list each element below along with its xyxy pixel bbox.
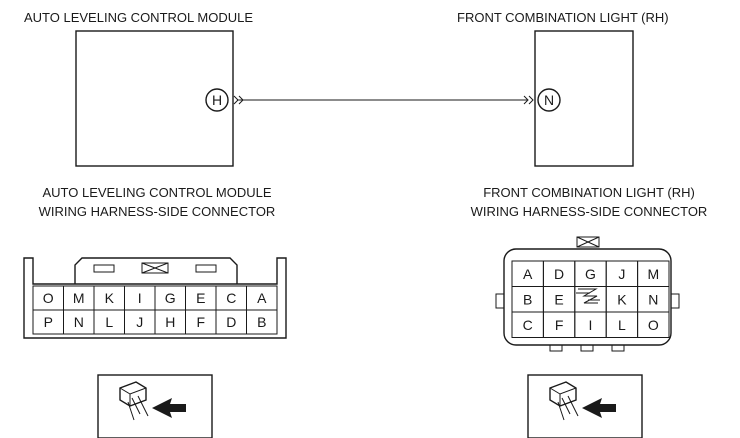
module-pin-label: G [165,290,176,306]
light-pin-label: A [523,266,533,282]
module-pin-label: K [105,290,115,306]
module-terminal-circle [205,88,229,112]
module-pin-label: E [196,290,205,306]
light-probe-icon [527,374,643,438]
module-connector: O M K I G E C A P N L J H F D B [23,257,287,339]
light-connector-title-2: WIRING HARNESS-SIDE CONNECTOR [471,204,708,219]
module-pin-label: L [105,314,113,330]
light-pin-label: F [555,317,564,333]
module-pin-label: P [44,314,53,330]
module-pin-label: M [73,290,85,306]
module-connector-title-2: WIRING HARNESS-SIDE CONNECTOR [39,204,276,219]
light-wire-chevron-icon [523,95,534,105]
light-pin-label: B [523,291,532,307]
light-pin-label: N [648,291,658,307]
module-connector-title-1: AUTO LEVELING CONTROL MODULE [43,185,272,200]
light-pin-label: M [647,266,659,282]
light-pin-label: C [523,317,533,333]
light-connector: A D G J M B E K N C F I L O [495,236,680,352]
light-pin-label: E [554,291,563,307]
module-title: AUTO LEVELING CONTROL MODULE [24,10,253,25]
light-pin-label: I [589,317,593,333]
module-pin-label: N [74,314,84,330]
module-pin-grid: O M K I G E C A P N L J H F D B [32,285,278,335]
module-box [75,30,234,167]
light-pin-grid: A D G J M B E K N C F I L O [511,260,670,338]
light-terminal-circle [537,88,561,112]
light-pin-label: O [648,317,659,333]
module-terminal-label: H [212,92,222,108]
module-wire-chevron-icon [233,95,244,105]
light-pin-label: K [617,291,627,307]
module-pin-label: O [43,290,54,306]
module-pin-label: C [226,290,236,306]
module-pin-label: D [226,314,236,330]
light-terminal-label: N [544,92,554,108]
module-key-icon [141,262,169,274]
module-pin-label: I [138,290,142,306]
light-pin-label: G [585,266,596,282]
module-pin-label: H [165,314,175,330]
module-pin-cell [246,309,278,335]
light-box [534,30,634,167]
module-pin-label: F [196,314,205,330]
light-pin-label: L [618,317,626,333]
light-pin-label: D [554,266,564,282]
module-pin-label: A [257,290,267,306]
module-pin-label: B [257,314,266,330]
light-pin-label: J [618,266,625,282]
light-blank-cavity-icon [576,288,600,304]
light-pin-cell [637,311,670,338]
module-pin-label: J [136,314,143,330]
module-probe-icon [97,374,213,438]
light-key-icon [576,236,600,248]
light-connector-title-1: FRONT COMBINATION LIGHT (RH) [483,185,695,200]
light-title: FRONT COMBINATION LIGHT (RH) [457,10,669,25]
